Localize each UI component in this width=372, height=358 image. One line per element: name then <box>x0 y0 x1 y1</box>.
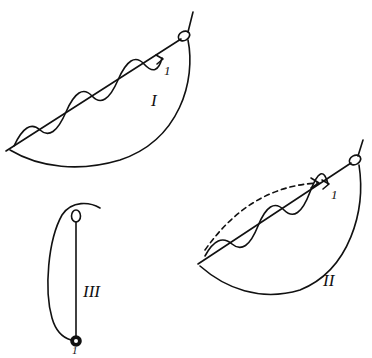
figure-numeral: I <box>150 92 158 109</box>
figure-numeral: II <box>322 272 335 289</box>
sketch-two <box>198 140 363 294</box>
figure-numeral: III <box>82 283 101 300</box>
callout-number: 1 <box>163 64 172 77</box>
sketch-one <box>6 12 193 167</box>
callout-number: 1 <box>71 345 79 356</box>
sketch-three <box>48 204 100 346</box>
callout-number: 1 <box>330 188 339 201</box>
